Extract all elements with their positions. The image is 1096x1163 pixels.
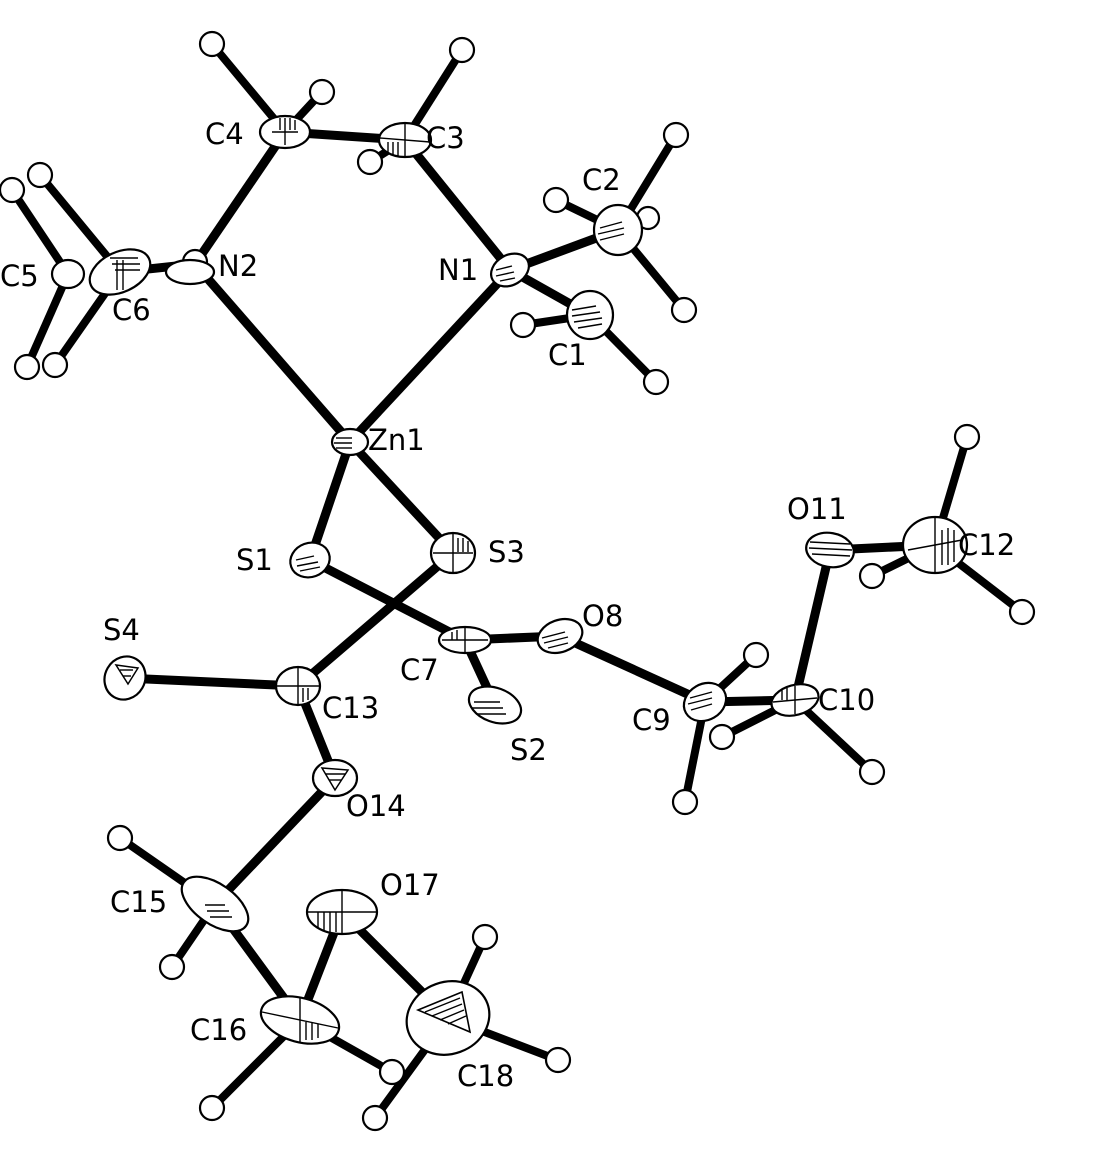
label-zn1: Zn1 — [368, 423, 425, 457]
label-s1: S1 — [236, 543, 273, 577]
label-c6: C6 — [112, 293, 151, 327]
label-c10: C10 — [818, 683, 875, 717]
atom-c3 — [377, 121, 433, 159]
atom-o11 — [805, 531, 855, 569]
label-o11: O11 — [787, 492, 847, 526]
heavy-atoms — [50, 114, 969, 1056]
label-c5: C5 — [0, 259, 39, 293]
atom-c7 — [437, 625, 493, 655]
atom-c6 — [88, 248, 152, 296]
label-o17: O17 — [380, 868, 440, 902]
atom-n1 — [490, 252, 530, 288]
label-s2: S2 — [510, 733, 547, 767]
label-c7: C7 — [400, 653, 439, 687]
atom-c1 — [565, 289, 615, 341]
atom-c4 — [258, 114, 312, 150]
atom-n2 — [164, 258, 216, 286]
label-s3: S3 — [488, 535, 525, 569]
hydrogen-atoms — [0, 30, 1036, 1132]
atom-zn1 — [330, 427, 370, 457]
atom-o8 — [536, 617, 584, 655]
atom-c2 — [592, 203, 644, 257]
atom-c10 — [770, 683, 820, 717]
label-c2: C2 — [582, 163, 621, 197]
label-o14: O14 — [346, 789, 406, 823]
label-n1: N1 — [438, 253, 478, 287]
label-o8: O8 — [582, 599, 623, 633]
label-c18: C18 — [457, 1059, 514, 1093]
label-n2: N2 — [218, 249, 258, 283]
atom-o17 — [305, 888, 379, 936]
label-c9: C9 — [632, 703, 671, 737]
label-c15: C15 — [110, 885, 167, 919]
label-c13: C13 — [322, 691, 379, 725]
atom-c13 — [274, 665, 322, 707]
label-c3: C3 — [426, 121, 465, 155]
atom-c12 — [901, 515, 969, 575]
atom-c15 — [180, 875, 250, 933]
label-c12: C12 — [958, 528, 1015, 562]
atom-c18 — [405, 980, 491, 1056]
atom-s2 — [467, 685, 523, 725]
atom-c16 — [259, 995, 341, 1045]
label-s4: S4 — [103, 613, 140, 647]
atom-s1 — [289, 541, 331, 579]
label-c4: C4 — [205, 117, 244, 151]
atom-c5 — [50, 258, 86, 290]
atom-o14 — [311, 758, 359, 798]
atom-c9 — [682, 681, 728, 723]
label-c1: C1 — [548, 338, 587, 372]
label-c16: C16 — [190, 1013, 247, 1047]
atom-s4 — [103, 655, 147, 701]
atom-s3 — [429, 531, 477, 575]
atom-labels: Zn1 S1 S3 S4 S2 C7 O8 C9 C10 O11 C12 C13… — [0, 117, 1015, 1093]
